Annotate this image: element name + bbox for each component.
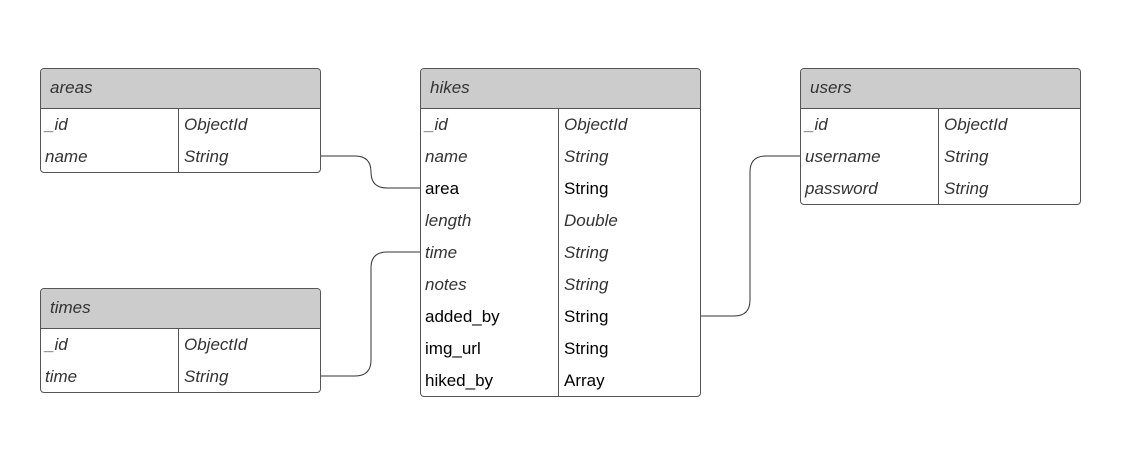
field-type: String <box>564 179 609 198</box>
field-type: ObjectId <box>184 335 248 354</box>
field-name: name <box>41 141 179 172</box>
field-name: time <box>421 237 559 269</box>
connector-hikes-added-by-to-users-username <box>701 155 801 317</box>
field-name: password <box>801 173 939 204</box>
field-row: notes String <box>421 269 700 301</box>
field-row: length Double <box>421 205 700 237</box>
entity-title: users <box>801 69 1080 109</box>
field-row: time String <box>421 237 700 269</box>
field-type: String <box>564 243 609 262</box>
field-type: String <box>564 307 609 326</box>
field-type: String <box>564 339 609 358</box>
field-name: _id <box>421 109 559 141</box>
entity-title: times <box>41 289 320 329</box>
field-name: _id <box>801 109 939 141</box>
connector-areas-name-to-hikes-area <box>321 155 421 189</box>
connector-times-time-to-hikes-time <box>321 251 421 377</box>
field-row: added_by String <box>421 301 700 333</box>
field-name: length <box>421 205 559 237</box>
field-row: area String <box>421 173 700 205</box>
field-row: name String <box>421 141 700 173</box>
entity-hikes[interactable]: hikes _id ObjectId name String area Stri… <box>420 68 701 397</box>
field-row: _id ObjectId <box>41 329 320 361</box>
field-row: password String <box>801 173 1080 204</box>
field-type: ObjectId <box>184 115 248 134</box>
field-name: added_by <box>421 301 559 333</box>
field-type: ObjectId <box>564 115 628 134</box>
field-type: String <box>184 147 229 166</box>
field-row: img_url String <box>421 333 700 365</box>
field-row: hiked_by Array <box>421 365 700 396</box>
field-type: String <box>944 147 989 166</box>
field-type: String <box>184 367 229 386</box>
field-type: String <box>944 179 989 198</box>
field-type: Double <box>564 211 618 230</box>
entity-title: hikes <box>421 69 700 109</box>
entity-times[interactable]: times _id ObjectId time String <box>40 288 321 393</box>
field-row: _id ObjectId <box>41 109 320 141</box>
field-name: _id <box>41 329 179 361</box>
field-name: _id <box>41 109 179 141</box>
field-row: name String <box>41 141 320 172</box>
field-name: name <box>421 141 559 173</box>
field-row: _id ObjectId <box>801 109 1080 141</box>
field-row: time String <box>41 361 320 392</box>
field-name: hiked_by <box>421 365 559 396</box>
entity-title: areas <box>41 69 320 109</box>
field-row: username String <box>801 141 1080 173</box>
field-row: _id ObjectId <box>421 109 700 141</box>
field-type: String <box>564 275 609 294</box>
field-name: img_url <box>421 333 559 365</box>
field-name: notes <box>421 269 559 301</box>
entity-areas[interactable]: areas _id ObjectId name String <box>40 68 321 173</box>
field-type: String <box>564 147 609 166</box>
field-name: time <box>41 361 179 392</box>
entity-users[interactable]: users _id ObjectId username String passw… <box>800 68 1081 205</box>
field-name: area <box>421 173 559 205</box>
field-type: ObjectId <box>944 115 1008 134</box>
field-type: Array <box>564 371 605 390</box>
field-name: username <box>801 141 939 173</box>
